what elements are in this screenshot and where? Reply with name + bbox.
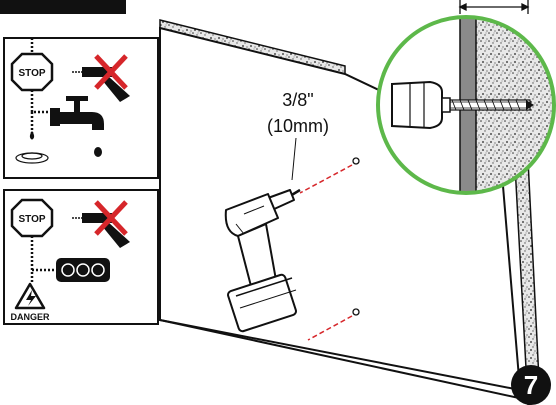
step-number: 7	[524, 370, 538, 400]
step-number-badge: 7	[511, 365, 551, 405]
stop-sign-icon: STOP	[10, 198, 54, 238]
warning-panel-water: STOP	[3, 37, 159, 179]
drill-hole-top	[352, 157, 360, 165]
drill-size-label: 3/8"	[282, 90, 313, 110]
svg-text:STOP: STOP	[18, 68, 45, 79]
label-leader-line	[291, 137, 297, 181]
water-drop-icon	[15, 130, 49, 164]
stop-sign-icon: STOP	[10, 52, 54, 92]
guide-line-top	[299, 164, 353, 194]
faucet-icon	[50, 96, 104, 157]
drill-icon	[224, 188, 301, 333]
no-drill-icon	[72, 54, 130, 102]
guide-line-bottom	[307, 315, 353, 341]
svg-text:STOP: STOP	[18, 214, 45, 225]
danger-label: DANGER	[10, 312, 50, 322]
high-voltage-icon	[14, 282, 46, 310]
warning-panel-electrical: STOP DANGER	[3, 189, 159, 325]
outlet-icon	[56, 258, 110, 282]
header-tab	[0, 0, 126, 14]
drill-hole-bottom	[352, 308, 360, 316]
wall-thickness-dimension	[458, 0, 530, 14]
drill-size-metric-label: (10mm)	[267, 116, 329, 136]
no-drill-icon	[72, 200, 130, 248]
